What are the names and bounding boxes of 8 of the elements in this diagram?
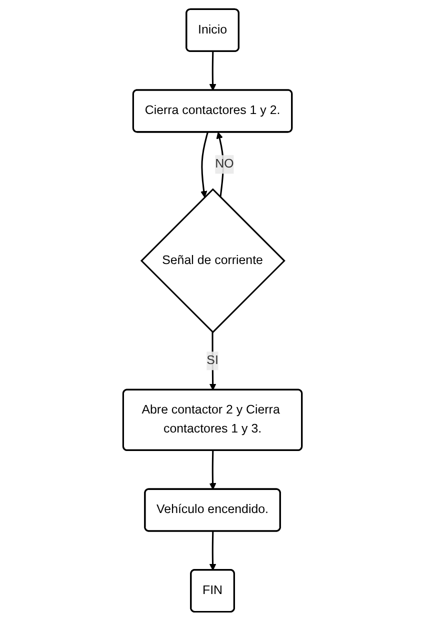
arrow	[210, 450, 217, 490]
node-diamond: Señal de corriente	[140, 188, 286, 334]
arrow	[210, 531, 217, 571]
arrow	[210, 52, 217, 91]
arrow	[200, 132, 209, 198]
edge-label: NO	[216, 158, 234, 171]
edge-label: SI	[207, 354, 219, 368]
arrow	[216, 132, 224, 198]
